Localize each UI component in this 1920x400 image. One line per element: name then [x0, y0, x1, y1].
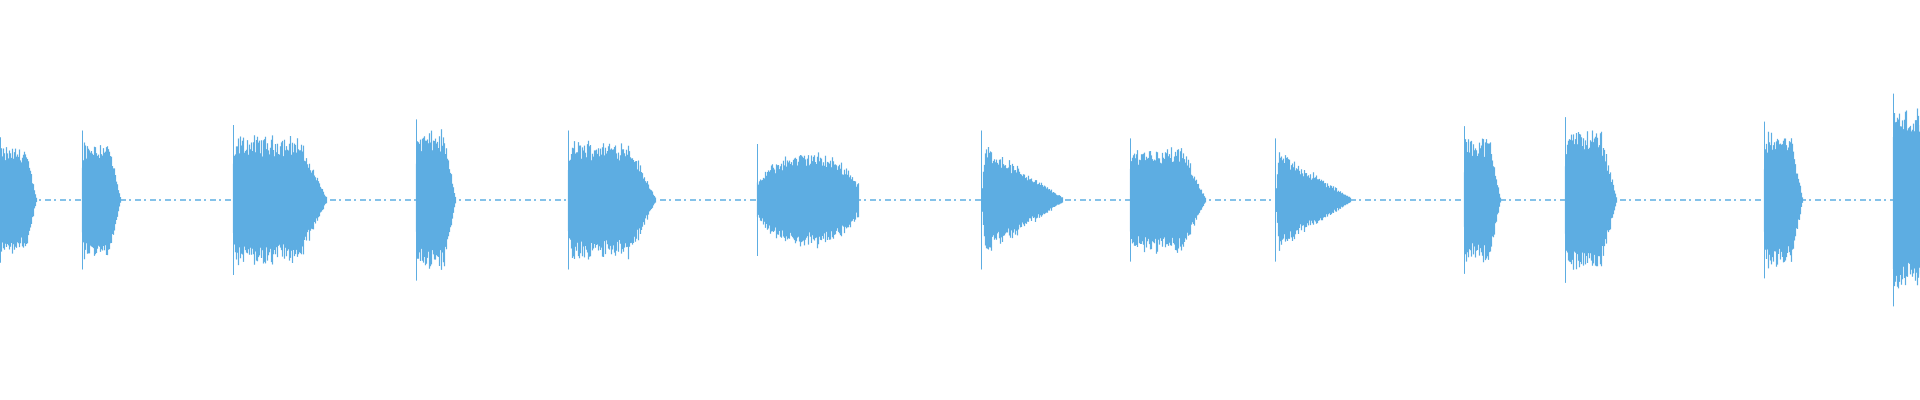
waveform-burst	[1763, 131, 1804, 269]
waveform-bursts	[0, 93, 1920, 307]
waveform-burst	[0, 147, 38, 254]
waveform-burst	[981, 147, 1064, 251]
waveform-burst	[567, 140, 657, 260]
waveform-burst	[81, 142, 122, 260]
waveform-burst	[1129, 147, 1207, 254]
waveform-burst	[1275, 152, 1352, 251]
waveform-burst	[1463, 138, 1502, 263]
waveform-burst	[232, 135, 328, 266]
waveform-burst	[1564, 130, 1618, 270]
waveform-burst	[1892, 108, 1920, 289]
waveform-burst	[415, 129, 457, 270]
waveform-burst	[756, 152, 860, 249]
